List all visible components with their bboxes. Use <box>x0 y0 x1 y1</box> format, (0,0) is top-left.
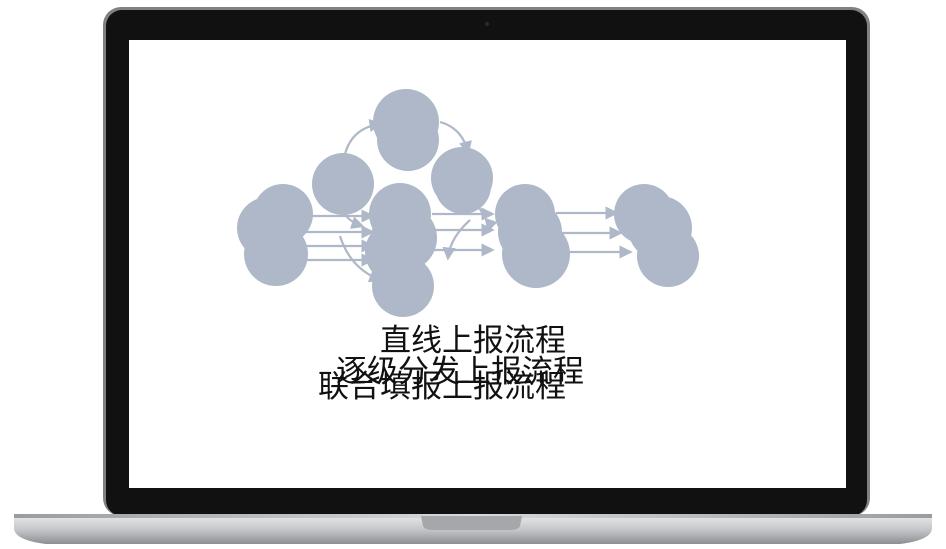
caption-level-by-level-flow: 逐级分发上报流程 <box>336 354 584 390</box>
caption-direct-flow: 直线上报流程 <box>380 323 566 359</box>
flow-node <box>502 220 570 288</box>
caption-joint-flow: 联合填报上报流程 <box>318 369 566 405</box>
flow-arrows <box>300 118 633 283</box>
arrow <box>442 219 471 261</box>
flow-node <box>377 109 439 171</box>
flow-node <box>372 255 434 317</box>
flow-node <box>312 153 374 215</box>
camera-dot <box>484 21 490 27</box>
base-notch <box>421 516 522 530</box>
flow-nodes <box>237 89 699 317</box>
flow-node <box>435 158 491 214</box>
flow-node <box>637 225 699 287</box>
flow-node <box>244 222 308 286</box>
arrow <box>477 205 498 233</box>
